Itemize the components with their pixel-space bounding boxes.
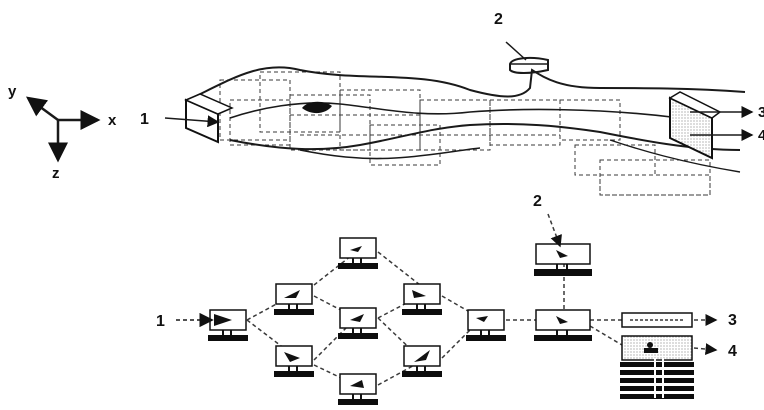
axis-y-label: y bbox=[8, 83, 17, 100]
network-label-4: 4 bbox=[728, 343, 737, 360]
computer-node-icon bbox=[338, 307, 378, 339]
computer-node-icon bbox=[338, 373, 378, 405]
side-inlet-leader bbox=[505, 41, 527, 61]
particle-blob bbox=[302, 101, 332, 114]
axis-x-label: x bbox=[108, 112, 117, 129]
top-label-4: 4 bbox=[758, 127, 764, 144]
computer-node-icon bbox=[534, 243, 592, 276]
inlet-arrow bbox=[164, 115, 220, 128]
network-label-2: 2 bbox=[533, 193, 542, 210]
top-label-2: 2 bbox=[494, 11, 503, 28]
computer-node-icon bbox=[274, 283, 314, 315]
computer-node-icon bbox=[274, 345, 314, 377]
top-label-1: 1 bbox=[140, 111, 149, 128]
flow-channel bbox=[184, 56, 746, 196]
grid-blocks bbox=[219, 71, 711, 196]
computer-node-icon bbox=[208, 309, 248, 341]
computer-node-icon bbox=[620, 312, 694, 399]
computer-node-icon bbox=[534, 309, 592, 341]
computer-node-icon bbox=[402, 283, 442, 315]
computer-node-icon bbox=[466, 309, 506, 341]
computer-node-icon bbox=[402, 345, 442, 377]
network-label-3: 3 bbox=[728, 312, 737, 329]
computer-node-icon bbox=[338, 237, 378, 269]
top-label-3: 3 bbox=[758, 104, 764, 121]
network-label-1: 1 bbox=[156, 313, 165, 330]
node-network bbox=[208, 237, 694, 405]
axes-icon bbox=[25, 96, 101, 163]
network-outlet-arrow-4 bbox=[693, 343, 718, 356]
network-side-arrow bbox=[547, 213, 562, 248]
side-inlet bbox=[509, 56, 549, 74]
axis-z-label: z bbox=[52, 165, 60, 182]
